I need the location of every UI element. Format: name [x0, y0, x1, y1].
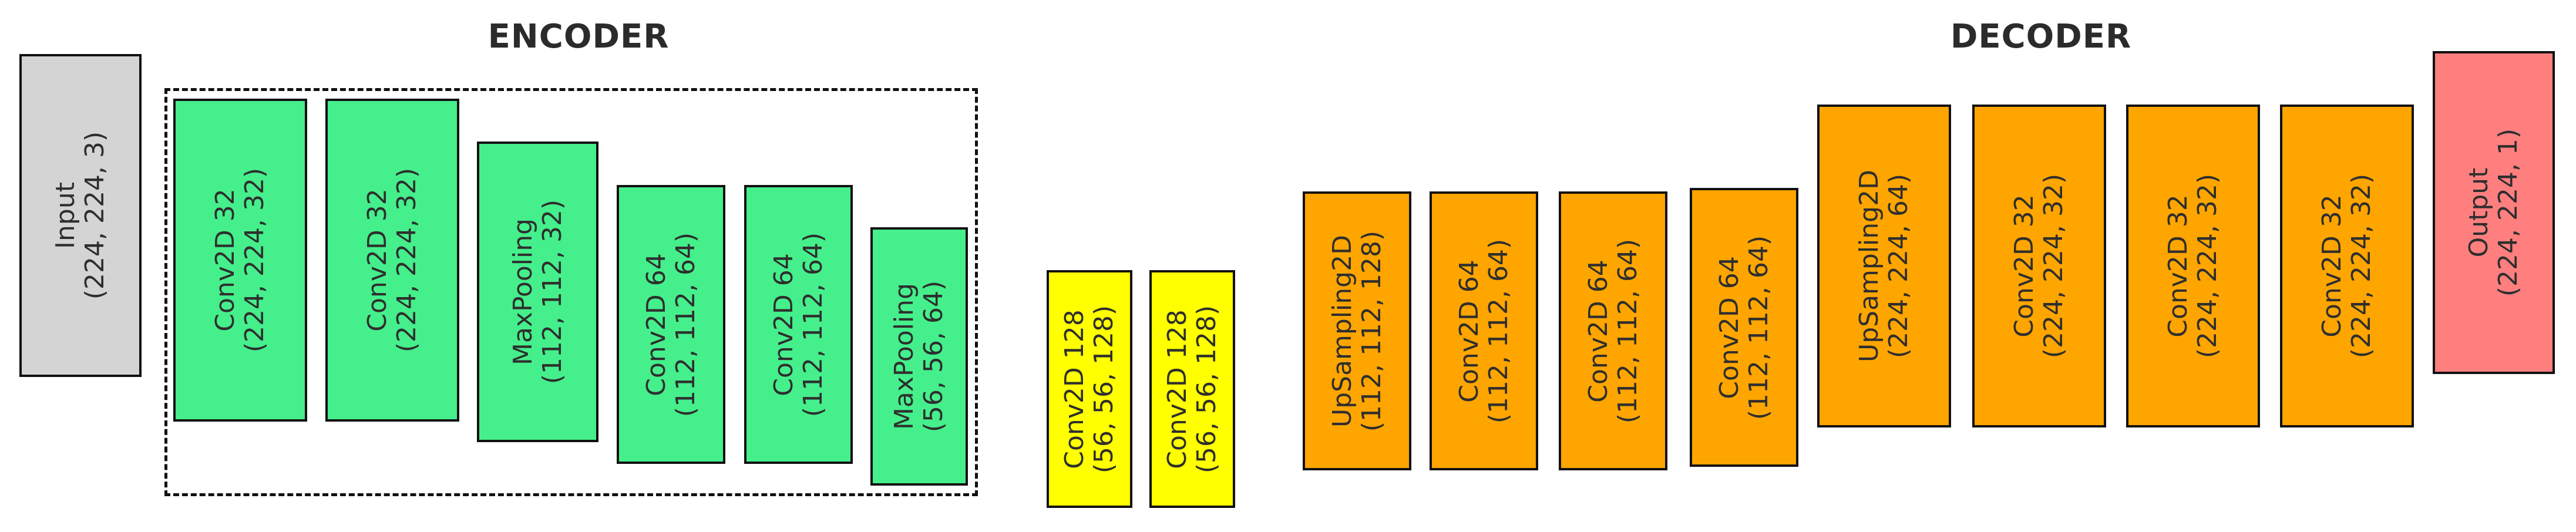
layer-block-decoder: Conv2D 32(224, 224, 32) — [2126, 105, 2260, 427]
layer-name: Output — [2464, 167, 2494, 258]
layer-label: Conv2D 64(112, 112, 64) — [1583, 238, 1643, 423]
layer-label: Conv2D 32(224, 224, 32) — [2317, 173, 2376, 359]
layer-block-encoder: Conv2D 32(224, 224, 32) — [325, 99, 459, 422]
layer-block-output: Output(224, 224, 1) — [2433, 51, 2555, 374]
layer-name: Conv2D 64 — [768, 252, 799, 396]
layer-block-decoder: Conv2D 32(224, 224, 32) — [2280, 105, 2414, 427]
layer-shape: (112, 112, 64) — [798, 232, 828, 417]
layer-label: Conv2D 32(224, 224, 32) — [2009, 173, 2069, 359]
layer-block-decoder: UpSampling2D(224, 224, 64) — [1817, 105, 1951, 427]
layer-name: UpSampling2D — [1327, 234, 1357, 427]
layer-label: UpSampling2D(224, 224, 64) — [1854, 170, 1913, 362]
layer-label: MaxPooling(112, 112, 32) — [507, 199, 567, 385]
layer-label: Conv2D 32(224, 224, 32) — [2163, 173, 2222, 359]
layer-name: Conv2D 128 — [1060, 309, 1089, 469]
layer-block-bottleneck: Conv2D 128(56, 56, 128) — [1149, 270, 1235, 508]
layer-block-encoder: Conv2D 64(112, 112, 64) — [744, 185, 853, 464]
layer-name: Conv2D 32 — [2163, 194, 2193, 338]
layer-label: Conv2D 64(112, 112, 64) — [641, 232, 701, 417]
layer-label: Conv2D 64(112, 112, 64) — [1454, 238, 1514, 423]
layer-shape: (224, 224, 64) — [1884, 173, 1913, 359]
layer-label: Conv2D 32(224, 224, 32) — [210, 167, 270, 353]
layer-shape: (224, 224, 32) — [2192, 173, 2222, 359]
layer-name: Conv2D 128 — [1162, 309, 1192, 469]
layer-name: Input — [51, 182, 80, 249]
layer-label: MaxPooling(56, 56, 64) — [889, 280, 949, 433]
layer-shape: (112, 112, 128) — [1356, 230, 1387, 432]
layer-name: Conv2D 32 — [210, 188, 240, 332]
layer-name: Conv2D 32 — [2009, 194, 2039, 338]
layer-name: Conv2D 64 — [641, 252, 671, 396]
layer-name: Conv2D 64 — [1454, 259, 1484, 403]
layer-name: Conv2D 32 — [2317, 194, 2347, 338]
layer-label: Conv2D 128(56, 56, 128) — [1162, 305, 1222, 473]
layer-shape: (224, 224, 32) — [240, 167, 270, 353]
encoder-heading: ENCODER — [487, 18, 670, 56]
layer-block-decoder: Conv2D 32(224, 224, 32) — [1972, 105, 2106, 427]
layer-shape: (224, 224, 32) — [392, 167, 422, 353]
layer-shape: (56, 56, 128) — [1192, 305, 1222, 473]
layer-block-encoder: Conv2D 64(112, 112, 64) — [617, 185, 725, 464]
layer-block-encoder: Conv2D 32(224, 224, 32) — [173, 99, 307, 422]
layer-name: Conv2D 64 — [1583, 259, 1613, 403]
layer-block-decoder: Conv2D 64(112, 112, 64) — [1430, 191, 1538, 470]
layer-shape: (112, 112, 64) — [1483, 238, 1514, 423]
encoder-group-box — [164, 88, 978, 496]
layer-name: MaxPooling — [889, 282, 919, 430]
layer-name: Conv2D 32 — [362, 188, 392, 332]
layer-block-encoder: MaxPooling(112, 112, 32) — [477, 142, 598, 442]
layer-block-decoder: Conv2D 64(112, 112, 64) — [1690, 188, 1798, 467]
layer-shape: (224, 224, 32) — [2346, 173, 2376, 359]
layer-label: Conv2D 64(112, 112, 64) — [769, 232, 828, 416]
layer-block-bottleneck: Conv2D 128(56, 56, 128) — [1047, 270, 1132, 508]
layer-shape: (56, 56, 64) — [919, 280, 949, 433]
layer-shape: (224, 224, 3) — [80, 131, 110, 300]
layer-label: UpSampling2D(112, 112, 128) — [1327, 230, 1387, 432]
layer-label: Conv2D 64(112, 112, 64) — [1714, 235, 1774, 420]
layer-label: Input(224, 224, 3) — [51, 132, 110, 299]
layer-label: Conv2D 32(224, 224, 32) — [362, 167, 422, 353]
layer-block-decoder: UpSampling2D(112, 112, 128) — [1303, 191, 1411, 470]
decoder-heading: DECODER — [1950, 18, 2132, 56]
layer-block-input: Input(224, 224, 3) — [19, 54, 142, 377]
layer-shape: (112, 112, 64) — [1612, 238, 1643, 423]
layer-name: MaxPooling — [507, 218, 538, 366]
layer-label: Conv2D 128(56, 56, 128) — [1060, 305, 1119, 473]
layer-name: UpSampling2D — [1854, 170, 1884, 362]
layer-name: Conv2D 64 — [1714, 255, 1744, 399]
layer-block-decoder: Conv2D 64(112, 112, 64) — [1559, 191, 1667, 470]
layer-shape: (224, 224, 1) — [2493, 128, 2523, 297]
layer-block-encoder: MaxPooling(56, 56, 64) — [870, 227, 968, 486]
layer-shape: (112, 112, 64) — [670, 232, 701, 417]
layer-shape: (112, 112, 64) — [1743, 235, 1774, 420]
layer-shape: (224, 224, 32) — [2039, 173, 2069, 359]
layer-shape: (56, 56, 128) — [1089, 305, 1119, 473]
layer-shape: (112, 112, 32) — [537, 199, 567, 385]
layer-label: Output(224, 224, 1) — [2464, 129, 2523, 297]
